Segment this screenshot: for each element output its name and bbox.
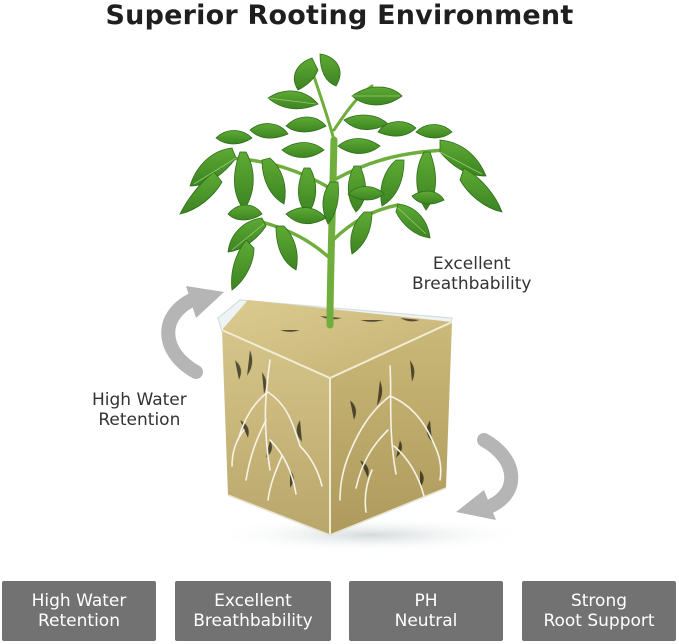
feature-label: Strong Root Support (543, 591, 655, 631)
rockwool-cube-icon (217, 299, 453, 536)
cube-left-face (222, 330, 330, 535)
annotation-water-retention: High Water Retention (92, 390, 187, 430)
feature-excellent-breathability: Excellent Breathbability (175, 581, 331, 641)
annotation-breathability: Excellent Breathbability (412, 254, 532, 294)
feature-bar: High Water Retention Excellent Breathbab… (0, 581, 679, 641)
tomato-seedling-icon (179, 53, 503, 329)
feature-high-water-retention: High Water Retention (2, 581, 156, 641)
product-illustration (161, 53, 530, 553)
feature-strong-root-support: Strong Root Support (522, 581, 676, 641)
curved-arrow-up-icon (161, 286, 224, 379)
feature-label: PH Neutral (394, 591, 458, 631)
roots-left (231, 359, 323, 501)
feature-label: High Water Retention (31, 591, 127, 631)
feature-ph-neutral: PH Neutral (349, 581, 503, 641)
cube-shadow (210, 517, 530, 553)
roots-right (339, 365, 442, 513)
page-title: Superior Rooting Environment (105, 0, 574, 31)
feature-label: Excellent Breathbability (193, 591, 313, 631)
cube-top-face (222, 300, 452, 378)
curved-arrow-down-icon (456, 433, 519, 520)
